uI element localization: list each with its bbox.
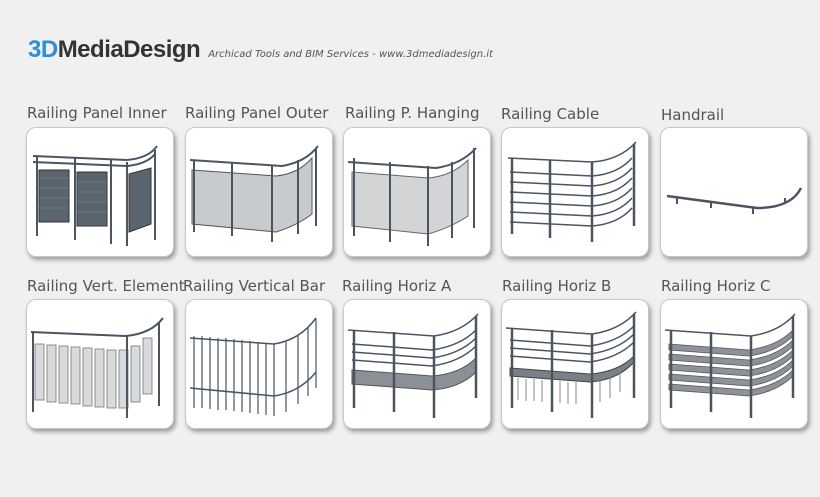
- railing-horiz-a-illustration: [347, 313, 479, 418]
- railing-p-hanging-illustration: [347, 147, 477, 246]
- item-label-panel-inner: Railing Panel Inner: [27, 104, 167, 122]
- item-card-vert-element[interactable]: [26, 299, 174, 429]
- item-label-horiz-b: Railing Horiz B: [502, 277, 612, 295]
- item-label-vert-element: Railing Vert. Element: [27, 277, 185, 295]
- item-card-vertical-bar[interactable]: [185, 299, 333, 429]
- item-card-horiz-b[interactable]: [501, 299, 649, 429]
- railing-vert-element-illustration: [30, 317, 164, 418]
- item-card-panel-inner[interactable]: [26, 127, 174, 257]
- railing-vertical-bar-illustration: [189, 317, 317, 416]
- item-label-panel-outer: Railing Panel Outer: [185, 104, 329, 122]
- header: 3DMediaDesign Archicad Tools and BIM Ser…: [28, 36, 493, 66]
- item-label-horiz-c: Railing Horiz C: [661, 277, 771, 295]
- handrail-illustration: [666, 187, 803, 214]
- item-card-horiz-a[interactable]: [343, 299, 491, 429]
- railing-panel-outer-illustration: [189, 145, 319, 242]
- item-card-panel-outer[interactable]: [185, 127, 333, 257]
- item-card-cable[interactable]: [501, 127, 649, 257]
- item-label-vertical-bar: Railing Vertical Bar: [183, 277, 326, 295]
- item-label-p-hanging: Railing P. Hanging: [345, 104, 480, 122]
- railing-panel-inner-illustration: [32, 145, 158, 246]
- item-label-horiz-a: Railing Horiz A: [342, 277, 452, 295]
- item-card-handrail[interactable]: [660, 127, 808, 257]
- railing-horiz-b-illustration: [505, 311, 637, 418]
- item-card-horiz-c[interactable]: [660, 299, 808, 429]
- item-card-p-hanging[interactable]: [343, 127, 491, 257]
- tagline: Archicad Tools and BIM Services - www.3d…: [208, 49, 493, 60]
- item-label-handrail: Handrail: [661, 106, 725, 124]
- brand-logo-part2: MediaDesign: [57, 36, 201, 63]
- brand-logo-part1: 3D: [28, 36, 58, 63]
- railing-cable-illustration: [507, 141, 637, 242]
- brand-logo: 3DMediaDesign: [28, 36, 201, 64]
- railing-horiz-c-illustration: [664, 313, 796, 418]
- item-label-cable: Railing Cable: [501, 105, 600, 123]
